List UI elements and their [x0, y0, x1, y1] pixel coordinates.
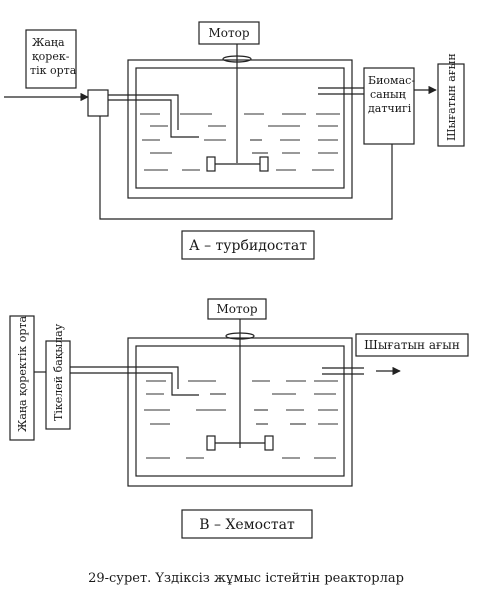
- fresh-medium-line-2: қорек-: [32, 50, 70, 63]
- biomass-sensor-line-1: Биомас-: [368, 74, 415, 87]
- caption-turbidostat: А – турбидостат: [189, 238, 307, 254]
- impeller-blade-right-b: [264, 435, 274, 451]
- fresh-medium-box-a: [25, 29, 77, 89]
- caption-chemostat: В – Хемостат: [199, 517, 295, 533]
- motor-label-b: Мотор: [216, 302, 257, 316]
- feed-pipe-inner-b: [70, 372, 199, 396]
- motor-label-a: Мотор: [208, 26, 249, 40]
- caption-box-b: [181, 509, 313, 539]
- outflow-label-a: Шығатын ағын: [445, 53, 458, 141]
- outflow-box-a: [437, 63, 465, 147]
- feed-pipe-a: [108, 94, 179, 130]
- feed-pipe-b: [70, 366, 179, 389]
- reactor-jacket-a: [127, 59, 353, 199]
- outflow-box-b: [355, 333, 469, 357]
- biomass-sensor-label: Биомас- саның датчигі: [368, 74, 419, 115]
- motor-box-b: [207, 298, 267, 320]
- shaft-coupling-b: [225, 332, 255, 340]
- reactor-jacket-b: [127, 337, 353, 487]
- shaft-coupling-a: [222, 55, 252, 63]
- figure-caption: 29-сурет. Үздіксіз жұмыс істейтін реакто…: [88, 571, 404, 586]
- fresh-medium-line-3: тік орта: [30, 64, 77, 77]
- direct-control-label: Тікелей бақылау: [52, 323, 65, 421]
- diagram-chemostat: Жаңа қоректік орта Тікелей бақылау Мотор: [9, 298, 469, 539]
- pump-block-a: [87, 89, 109, 117]
- fresh-medium-box-b: [9, 315, 35, 441]
- caption-box-a: [181, 230, 315, 260]
- feedback-line-a: [99, 116, 393, 220]
- diagram-turbidostat: Жаңа қорек- тік орта Мотор: [4, 21, 465, 260]
- fresh-medium-label-b: Жаңа қоректік орта: [16, 316, 29, 432]
- fresh-medium-line-1: Жаңа: [32, 36, 65, 49]
- direct-control-box: [45, 340, 71, 430]
- liquid-surface-a: [140, 113, 340, 171]
- impeller-blade-left-b: [206, 435, 216, 451]
- motor-box-a: [198, 21, 260, 45]
- reactor-inner-a: [135, 67, 345, 189]
- outflow-label-b: Шығатын ағын: [364, 338, 460, 352]
- fresh-medium-label-a: Жаңа қорек- тік орта: [30, 36, 77, 77]
- impeller-blade-right-a: [259, 156, 269, 172]
- biomass-sensor-box: [363, 67, 415, 145]
- reactor-inner-b: [135, 345, 345, 477]
- liquid-surface-b: [144, 380, 338, 459]
- biomass-sensor-line-2: саның: [370, 88, 406, 101]
- impeller-blade-left-a: [206, 156, 216, 172]
- biomass-sensor-line-3: датчигі: [368, 102, 412, 115]
- feed-pipe-inner-a: [108, 99, 199, 138]
